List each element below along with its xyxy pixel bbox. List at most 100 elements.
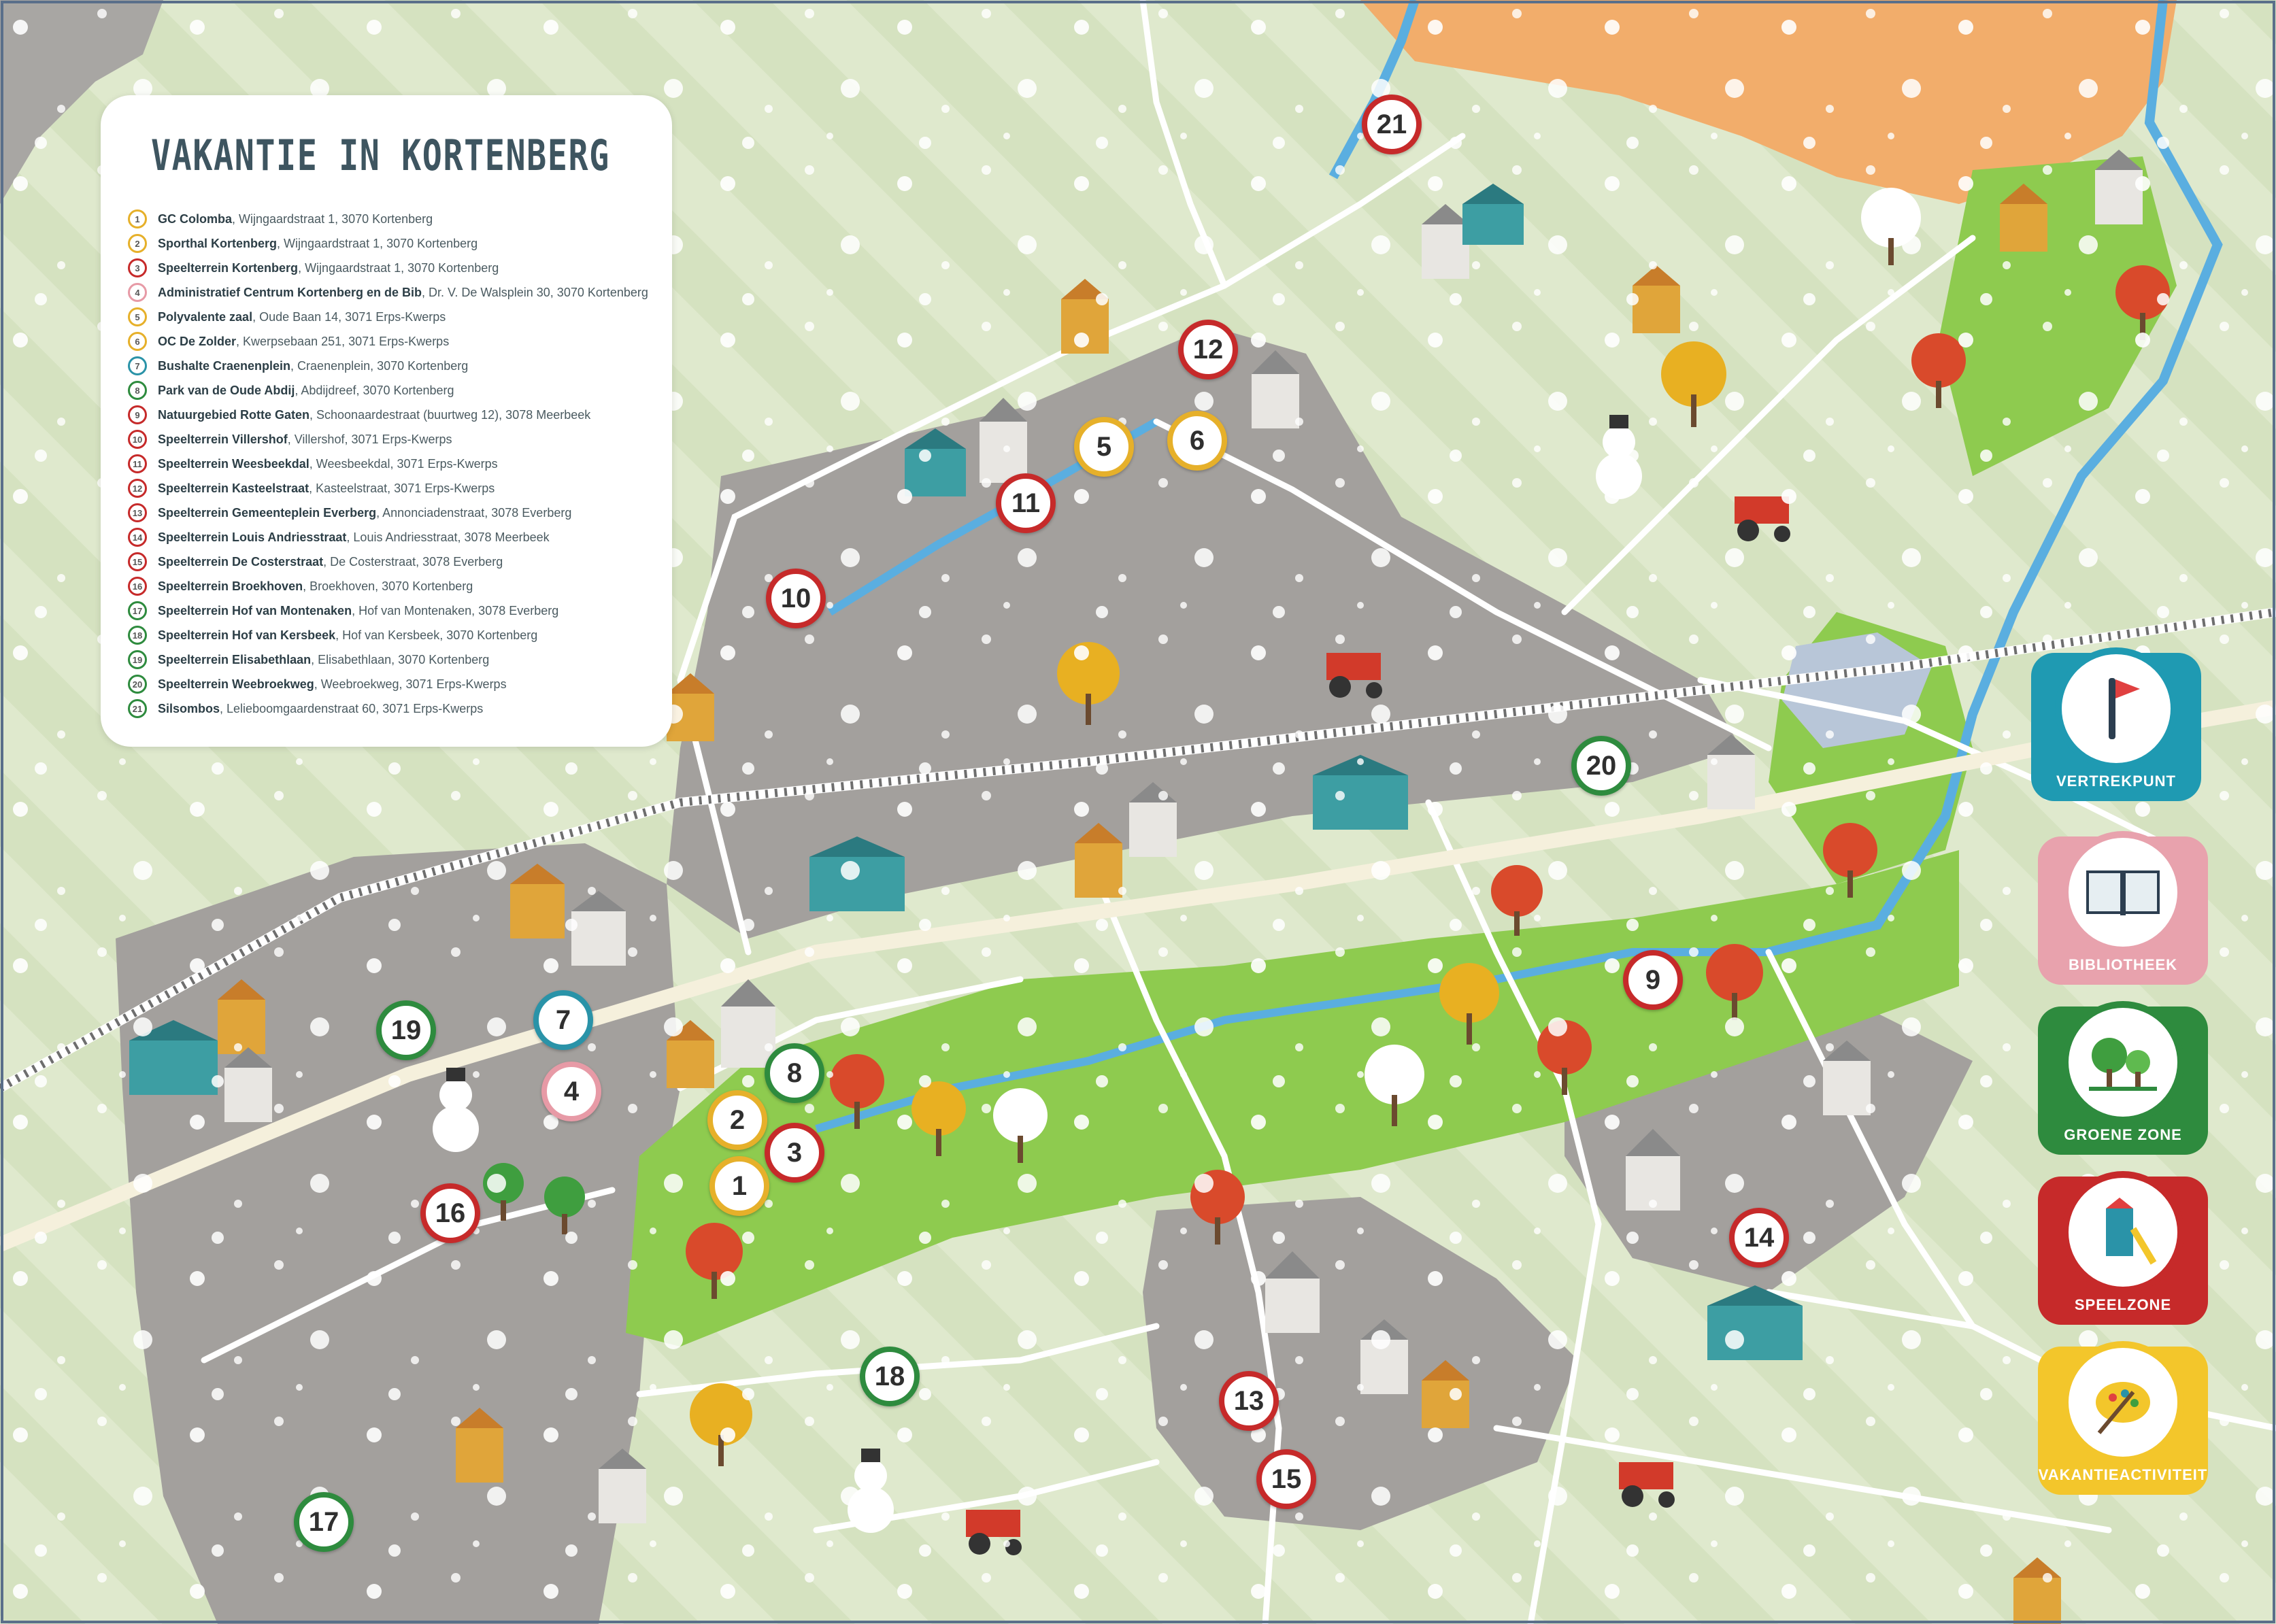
- legend-location-name: Silsombos: [158, 701, 220, 715]
- legend-location-address: , Broekhoven, 3070 Kortenberg: [303, 579, 473, 593]
- legend-location-name: Speelterrein Kortenberg: [158, 260, 299, 275]
- location-marker-11[interactable]: 11: [996, 473, 1056, 533]
- legend-location-name: Natuurgebied Rotte Gaten: [158, 407, 310, 422]
- location-marker-6[interactable]: 6: [1167, 411, 1227, 471]
- legend-location-address: , Annonciadenstraat, 3078 Everberg: [376, 505, 572, 520]
- legend-number-badge: 4: [128, 283, 147, 302]
- side-legend-bibliotheek[interactable]: BIBLIOTHEEK: [2038, 831, 2208, 985]
- legend-location-address: , Abdijdreef, 3070 Kortenberg: [295, 383, 454, 397]
- legend-location-address: , Craenenplein, 3070 Kortenberg: [290, 358, 469, 373]
- legend-number-badge: 18: [128, 626, 147, 645]
- side-legend-speelzone[interactable]: SPEELZONE: [2038, 1171, 2208, 1325]
- legend-number-badge: 3: [128, 258, 147, 277]
- legend-location-address: , Weebroekweg, 3071 Erps-Kwerps: [314, 677, 507, 691]
- legend-number-badge: 2: [128, 234, 147, 253]
- location-marker-12[interactable]: 12: [1178, 320, 1238, 379]
- legend-location-address: , Hof van Montenaken, 3078 Everberg: [352, 603, 559, 618]
- location-marker-15[interactable]: 15: [1256, 1449, 1316, 1509]
- legend-label: Silsombos, Lelieboomgaardenstraat 60, 30…: [158, 702, 483, 716]
- legend-location-name: Speelterrein Kasteelstraat: [158, 481, 309, 495]
- side-legend-label: GROENE ZONE: [2064, 1126, 2182, 1143]
- location-marker-5[interactable]: 5: [1074, 417, 1134, 477]
- legend-location-address: , Wijngaardstraat 1, 3070 Kortenberg: [298, 260, 499, 275]
- legend-title: VAKANTIE IN KORTENBERG: [151, 131, 610, 180]
- legend-number-badge: 21: [128, 699, 147, 718]
- legend-location-name: Speelterrein Gemeenteplein Everberg: [158, 505, 377, 520]
- location-marker-2[interactable]: 2: [707, 1090, 767, 1150]
- location-marker-18[interactable]: 18: [860, 1347, 920, 1406]
- location-marker-13[interactable]: 13: [1219, 1371, 1279, 1431]
- legend-item: 19 Speelterrein Elisabethlaan, Elisabethl…: [128, 647, 648, 672]
- legend-item: 4 Administratief Centrum Kortenberg en de…: [128, 280, 648, 305]
- location-marker-16[interactable]: 16: [420, 1183, 480, 1243]
- legend-location-name: Speelterrein Hof van Kersbeek: [158, 628, 336, 642]
- side-legend-label: VAKANTIEACTIVITEIT: [2038, 1466, 2208, 1483]
- legend-location-address: , Wijngaardstraat 1, 3070 Kortenberg: [277, 236, 478, 250]
- legend-item: 18 Speelterrein Hof van Kersbeek, Hof van…: [128, 623, 648, 647]
- book-icon: [2062, 831, 2184, 953]
- legend-label: OC De Zolder, Kwerpsebaan 251, 3071 Erps…: [158, 335, 449, 349]
- legend-location-name: Park van de Oude Abdij: [158, 383, 295, 397]
- location-marker-8[interactable]: 8: [765, 1043, 824, 1103]
- legend-item: 2 Sporthal Kortenberg, Wijngaardstraat 1,…: [128, 231, 648, 256]
- side-legend-groene-zone[interactable]: GROENE ZONE: [2038, 1001, 2208, 1155]
- location-marker-19[interactable]: 19: [376, 1000, 436, 1060]
- legend-label: Park van de Oude Abdij, Abdijdreef, 3070…: [158, 384, 454, 398]
- legend-label: Bushalte Craenenplein, Craenenplein, 307…: [158, 359, 468, 373]
- legend-label: Polyvalente zaal, Oude Baan 14, 3071 Erp…: [158, 310, 446, 324]
- side-legend-label: VERTREKPUNT: [2056, 773, 2176, 790]
- legend-label: Natuurgebied Rotte Gaten, Schoonaardestr…: [158, 408, 590, 422]
- legend-label: GC Colomba, Wijngaardstraat 1, 3070 Kort…: [158, 212, 433, 226]
- legend-number-badge: 19: [128, 650, 147, 669]
- legend-label: Speelterrein Elisabethlaan, Elisabethlaa…: [158, 653, 489, 667]
- legend-number-badge: 10: [128, 430, 147, 449]
- side-legend-vertrekpunt[interactable]: VERTREKPUNT: [2031, 647, 2201, 801]
- legend-label: Administratief Centrum Kortenberg en de …: [158, 286, 648, 300]
- legend-location-name: Speelterrein Broekhoven: [158, 579, 303, 593]
- legend-location-address: , De Costerstraat, 3078 Everberg: [323, 554, 503, 569]
- side-legend-vakantieactiviteit[interactable]: VAKANTIEACTIVITEIT: [2038, 1341, 2208, 1495]
- legend-location-name: Speelterrein Elisabethlaan: [158, 652, 312, 666]
- legend-number-badge: 12: [128, 479, 147, 498]
- legend-number-badge: 8: [128, 381, 147, 400]
- legend-location-address: , Villershof, 3071 Erps-Kwerps: [287, 432, 452, 446]
- location-marker-21[interactable]: 21: [1362, 95, 1422, 154]
- location-marker-10[interactable]: 10: [766, 569, 826, 628]
- legend-label: Speelterrein Hof van Kersbeek, Hof van K…: [158, 628, 537, 643]
- legend-label: Speelterrein Broekhoven, Broekhoven, 307…: [158, 579, 473, 594]
- legend-label: Speelterrein Louis Andriesstraat, Louis …: [158, 530, 550, 545]
- location-marker-20[interactable]: 20: [1571, 736, 1631, 796]
- legend-location-name: OC De Zolder: [158, 334, 237, 348]
- location-marker-7[interactable]: 7: [533, 990, 593, 1050]
- legend-item: 8 Park van de Oude Abdij, Abdijdreef, 307…: [128, 378, 648, 403]
- location-marker-3[interactable]: 3: [765, 1123, 824, 1183]
- legend-location-name: Speelterrein Louis Andriesstraat: [158, 530, 347, 544]
- location-marker-9[interactable]: 9: [1623, 950, 1683, 1010]
- location-marker-17[interactable]: 17: [294, 1492, 354, 1552]
- legend-label: Speelterrein De Costerstraat, De Costers…: [158, 555, 503, 569]
- legend-location-name: Sporthal Kortenberg: [158, 236, 278, 250]
- legend-label: Sporthal Kortenberg, Wijngaardstraat 1, …: [158, 237, 478, 251]
- location-marker-4[interactable]: 4: [541, 1062, 601, 1121]
- legend-location-address: , Louis Andriesstraat, 3078 Meerbeek: [346, 530, 550, 544]
- location-marker-1[interactable]: 1: [709, 1156, 769, 1216]
- legend-location-name: Speelterrein Weesbeekdal: [158, 456, 309, 471]
- park-icon: [2062, 1001, 2184, 1123]
- legend-location-name: Administratief Centrum Kortenberg en de …: [158, 285, 422, 299]
- legend-location-address: , Dr. V. De Walsplein 30, 3070 Kortenber…: [422, 285, 648, 299]
- location-marker-14[interactable]: 14: [1729, 1208, 1789, 1268]
